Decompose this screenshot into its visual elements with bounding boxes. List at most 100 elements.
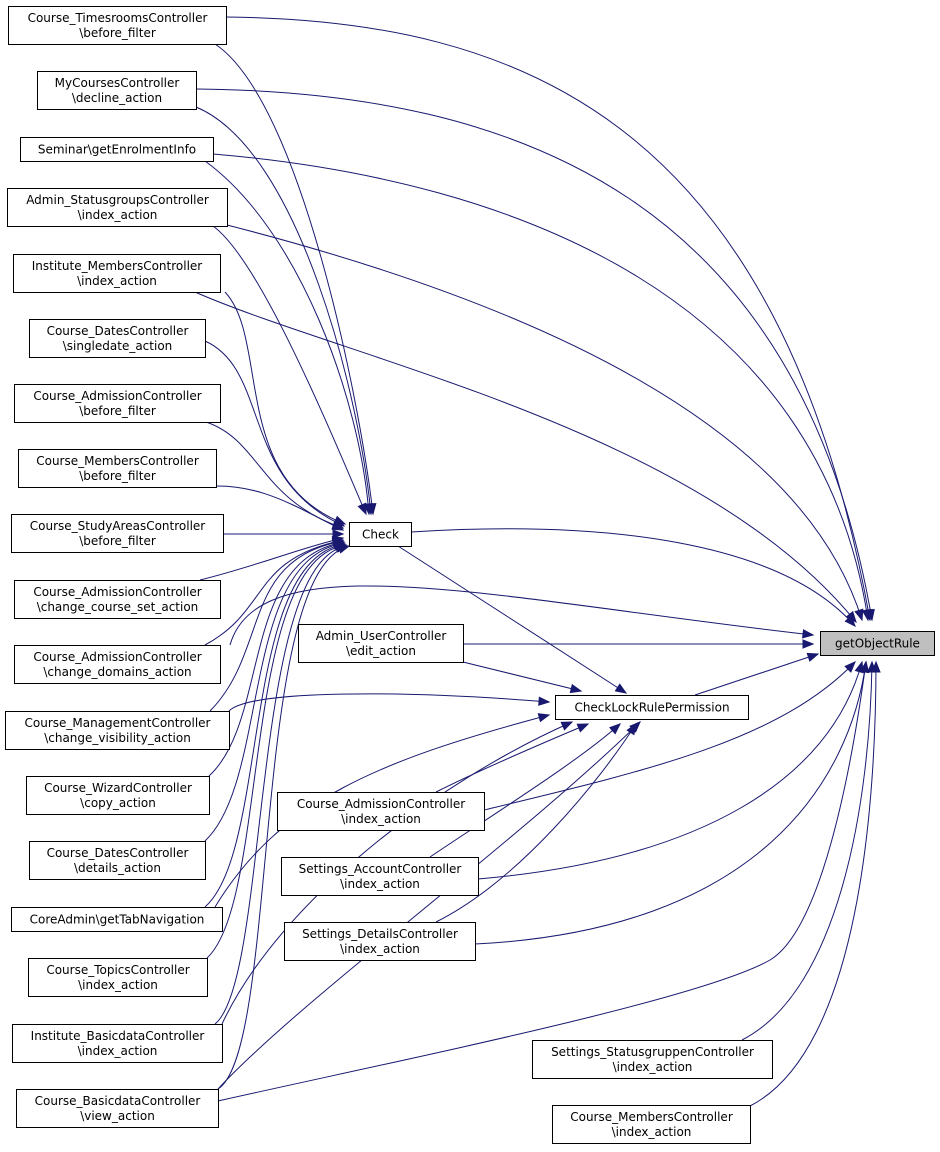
edge-management-to-check: [209, 540, 344, 712]
node-sublabel: \change_domains_action: [43, 665, 191, 679]
node-studyareas[interactable]: Course_StudyAreasController\before_filte…: [11, 514, 224, 553]
node-box: [11, 514, 224, 553]
node-box: [277, 792, 485, 831]
node-settings-account[interactable]: Settings_AccountController\index_action: [281, 857, 479, 896]
node-members-bf[interactable]: Course_MembersController\before_filter: [18, 449, 217, 488]
arrowhead-icon: [806, 652, 820, 662]
node-admission-ccs[interactable]: Course_AdmissionController\change_course…: [14, 580, 221, 619]
node-box: [14, 645, 221, 684]
node-box: [18, 449, 217, 488]
node-members-index[interactable]: Course_MembersController\index_action: [552, 1105, 751, 1144]
edge-members_index-to-getobjectrule: [749, 661, 877, 1107]
arrowhead-icon: [560, 721, 574, 731]
node-box: [14, 384, 221, 423]
node-statusgruppen[interactable]: Settings_StatusgruppenController\index_a…: [532, 1040, 773, 1079]
edge-admission_cd-to-getobjectrule: [229, 585, 814, 646]
node-label: Institute_MembersController: [32, 259, 203, 273]
arrowhead-icon: [337, 544, 351, 554]
node-box: [552, 1105, 751, 1144]
edge-adm_index-to-clrp: [435, 723, 589, 793]
node-settings-details[interactable]: Settings_DetailsController\index_action: [284, 922, 476, 961]
arrowhead-icon: [332, 529, 345, 539]
node-sublabel: \change_course_set_action: [37, 600, 199, 614]
node-getobjectrule[interactable]: getObjectRule: [820, 631, 935, 656]
edge-admission_cd-to-check: [204, 539, 344, 646]
node-label: Course_WizardController: [44, 781, 192, 795]
node-instmembers[interactable]: Institute_MembersController\index_action: [13, 254, 221, 293]
arrowhead-icon: [626, 722, 637, 736]
node-box: [7, 188, 228, 227]
arrowhead-icon: [802, 639, 815, 649]
node-course-basic[interactable]: Course_BasicdataController\view_action: [16, 1089, 219, 1128]
node-check[interactable]: Check: [349, 522, 412, 547]
edge-check-to-getobjectrule: [410, 528, 856, 627]
node-seminar[interactable]: Seminar\getEnrolmentInfo: [20, 137, 214, 162]
node-sublabel: \index_action: [612, 1125, 692, 1139]
edge-dates_details-to-check: [204, 542, 345, 842]
edge-mycourses-to-getobjectrule: [195, 88, 873, 621]
node-topics[interactable]: Course_TopicsController\index_action: [28, 958, 208, 997]
edge-timesrooms-to-check: [214, 43, 374, 515]
node-sublabel: \index_action: [78, 208, 158, 222]
arrowhead-icon: [576, 723, 590, 733]
node-label: Course_AdmissionController: [33, 389, 201, 403]
node-management[interactable]: Course_ManagementController\change_visib…: [5, 711, 230, 750]
node-sublabel: \index_action: [340, 942, 420, 956]
node-sublabel: \details_action: [74, 861, 161, 875]
edge-settings_account-to-clrp: [429, 723, 621, 858]
node-label: Institute_BasicdataController: [31, 1029, 205, 1043]
node-label: Course_DatesController: [47, 846, 189, 860]
node-label: Course_MembersController: [36, 454, 199, 468]
edge-settings_details-to-getobjectrule: [474, 661, 867, 945]
node-label: Course_AdmissionController: [297, 797, 465, 811]
edge-statusgruppen-to-getobjectrule: [741, 661, 873, 1041]
node-admission-cd[interactable]: Course_AdmissionController\change_domain…: [14, 645, 221, 684]
node-label: CoreAdmin\getTabNavigation: [30, 913, 205, 927]
edge-timesrooms-to-getobjectrule: [225, 16, 871, 621]
node-box: [29, 841, 206, 880]
arrowhead-icon: [614, 683, 628, 694]
edge-coreadmin-to-check: [204, 543, 346, 908]
node-box: [349, 522, 412, 547]
edge-admin_user-to-clrp: [462, 661, 582, 692]
node-clrp[interactable]: CheckLockRulePermission: [555, 695, 749, 720]
edge-settings_details-to-clrp: [435, 723, 637, 923]
node-label: Course_TopicsController: [46, 963, 189, 977]
node-wizard[interactable]: Course_WizardController\copy_action: [26, 776, 210, 815]
node-label: Settings_AccountController: [299, 862, 462, 876]
edge-management-to-clrp: [228, 693, 550, 712]
node-sublabel: \index_action: [341, 812, 421, 826]
node-timesrooms[interactable]: Course_TimesroomsController\before_filte…: [8, 6, 227, 45]
edge-inst_basic-to-clrp: [221, 721, 573, 1025]
node-label: Admin_StatusgroupsController: [26, 193, 209, 207]
node-label: Course_StudyAreasController: [30, 519, 206, 533]
node-box: [8, 6, 227, 45]
node-inst-basic[interactable]: Institute_BasicdataController\index_acti…: [12, 1024, 223, 1063]
edge-topics-to-check: [206, 544, 347, 959]
node-box: [14, 580, 221, 619]
node-mycourses[interactable]: MyCoursesController\decline_action: [37, 71, 197, 110]
node-coreadmin[interactable]: CoreAdmin\getTabNavigation: [11, 907, 223, 932]
node-box: [281, 857, 479, 896]
node-sublabel: \index_action: [78, 1044, 158, 1058]
node-statusgroups[interactable]: Admin_StatusgroupsController\index_actio…: [7, 188, 228, 227]
arrowhead-icon: [538, 696, 551, 706]
node-label: CheckLockRulePermission: [574, 701, 729, 715]
node-label: MyCoursesController: [55, 76, 180, 90]
node-box: [12, 1024, 223, 1063]
node-admission-bf[interactable]: Course_AdmissionController\before_filter: [14, 384, 221, 423]
node-sublabel: \decline_action: [72, 91, 162, 105]
node-adm-index[interactable]: Course_AdmissionController\index_action: [277, 792, 485, 831]
arrowhead-icon: [331, 521, 345, 531]
node-sublabel: \view_action: [80, 1109, 155, 1123]
node-sublabel: \before_filter: [79, 534, 156, 548]
node-admin-user[interactable]: Admin_UserController\edit_action: [298, 624, 464, 663]
node-dates-details[interactable]: Course_DatesController\details_action: [29, 841, 206, 880]
edge-course_basic-to-check: [217, 545, 350, 1090]
arrowhead-icon: [537, 713, 551, 723]
node-box: [11, 907, 223, 932]
edge-inst_basic-to-check: [214, 545, 348, 1025]
node-sublabel: \before_filter: [79, 469, 156, 483]
node-dates-single[interactable]: Course_DatesController\singledate_action: [29, 319, 206, 358]
